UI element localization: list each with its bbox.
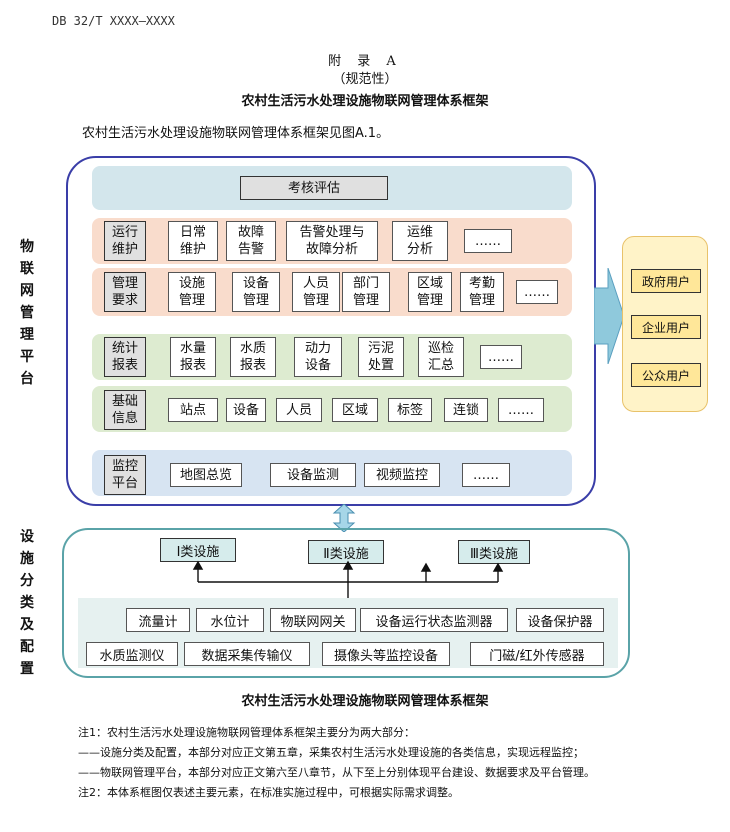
device-item: 水质监测仪 bbox=[86, 642, 178, 666]
platform-item: 站点 bbox=[168, 398, 218, 422]
platform-item: …… bbox=[462, 463, 510, 487]
platform-item: 考勤管理 bbox=[460, 272, 504, 312]
class-3-facility: Ⅲ类设施 bbox=[458, 540, 530, 564]
platform-item: 动力设备 bbox=[294, 337, 342, 377]
assessment-box: 考核评估 bbox=[240, 176, 388, 200]
platform-item: …… bbox=[464, 229, 512, 253]
platform-item: 污泥处置 bbox=[358, 337, 404, 377]
platform-item: …… bbox=[480, 345, 522, 369]
platform-item: 人员管理 bbox=[292, 272, 340, 312]
note-2: 注2：本体系框图仅表述主要元素，在标准实施过程中，可根据实际需求调整。 bbox=[78, 786, 459, 799]
platform-item: 设备管理 bbox=[232, 272, 280, 312]
public-user: 公众用户 bbox=[631, 363, 701, 387]
platform-item: 视频监控 bbox=[364, 463, 440, 487]
appendix-name: 农村生活污水处理设施物联网管理体系框架 bbox=[241, 94, 489, 109]
device-item: 物联网网关 bbox=[270, 608, 356, 632]
platform-item: 日常维护 bbox=[168, 221, 218, 261]
facilities-side-label: 设施分类及配置 bbox=[20, 529, 34, 677]
platform-item: 区域 bbox=[332, 398, 378, 422]
figure-caption: 农村生活污水处理设施物联网管理体系框架 bbox=[241, 694, 489, 709]
platform-item: 部门管理 bbox=[342, 272, 390, 312]
platform-item: 故障告警 bbox=[226, 221, 276, 261]
platform-row-head: 监控平台 bbox=[104, 455, 146, 495]
platform-item: 运维分析 bbox=[392, 221, 448, 261]
intro-text: 农村生活污水处理设施物联网管理体系框架见图A.1。 bbox=[82, 126, 390, 141]
arrow-to-users bbox=[594, 268, 625, 364]
standard-code: DB 32/T XXXX—XXXX bbox=[52, 14, 175, 28]
device-item: 设备保护器 bbox=[516, 608, 604, 632]
device-item: 流量计 bbox=[126, 608, 190, 632]
device-item: 设备运行状态监测器 bbox=[360, 608, 508, 632]
note-1: 注1：农村生活污水处理设施物联网管理体系框架主要分为两大部分： bbox=[78, 726, 415, 739]
connector-lines bbox=[192, 560, 504, 600]
device-item: 摄像头等监控设备 bbox=[322, 642, 450, 666]
enterprise-user: 企业用户 bbox=[631, 315, 701, 339]
platform-item: 标签 bbox=[388, 398, 432, 422]
platform-item: 水质报表 bbox=[230, 337, 276, 377]
appendix-title: 附 录 A bbox=[328, 54, 402, 69]
platform-item: 巡检汇总 bbox=[418, 337, 464, 377]
device-item: 数据采集传输仪 bbox=[184, 642, 310, 666]
double-arrow bbox=[332, 504, 356, 532]
device-item: 水位计 bbox=[196, 608, 264, 632]
platform-row-head: 基础信息 bbox=[104, 390, 146, 430]
users-panel: 政府用户 企业用户 公众用户 bbox=[622, 236, 708, 412]
platform-item: 区域管理 bbox=[408, 272, 452, 312]
government-user: 政府用户 bbox=[631, 269, 701, 293]
platform-side-label: 物联网管理平台 bbox=[20, 239, 34, 387]
class-1-facility: Ⅰ类设施 bbox=[160, 538, 236, 562]
platform-item: 告警处理与故障分析 bbox=[286, 221, 378, 261]
class-2-facility: Ⅱ类设施 bbox=[308, 540, 384, 564]
platform-item: …… bbox=[498, 398, 544, 422]
platform-row-head: 运行维护 bbox=[104, 221, 146, 261]
note-1-item-2: ——物联网管理平台，本部分对应正文第六至八章节，从下至上分别体现平台建设、数据要… bbox=[78, 766, 595, 779]
platform-item: 人员 bbox=[276, 398, 322, 422]
platform-item: 水量报表 bbox=[170, 337, 216, 377]
platform-item: 设备 bbox=[226, 398, 266, 422]
platform-row-head: 统计报表 bbox=[104, 337, 146, 377]
platform-item: 设备监测 bbox=[270, 463, 356, 487]
platform-row-head: 管理要求 bbox=[104, 272, 146, 312]
facility-frame bbox=[62, 528, 630, 678]
appendix-type: （规范性） bbox=[332, 72, 398, 87]
platform-item: 地图总览 bbox=[170, 463, 242, 487]
note-1-item-1: ——设施分类及配置，本部分对应正文第五章，采集农村生活污水处理设施的各类信息，实… bbox=[78, 746, 584, 759]
platform-item: 设施管理 bbox=[168, 272, 216, 312]
platform-item: 连锁 bbox=[444, 398, 488, 422]
device-item: 门磁/红外传感器 bbox=[470, 642, 604, 666]
platform-item: …… bbox=[516, 280, 558, 304]
